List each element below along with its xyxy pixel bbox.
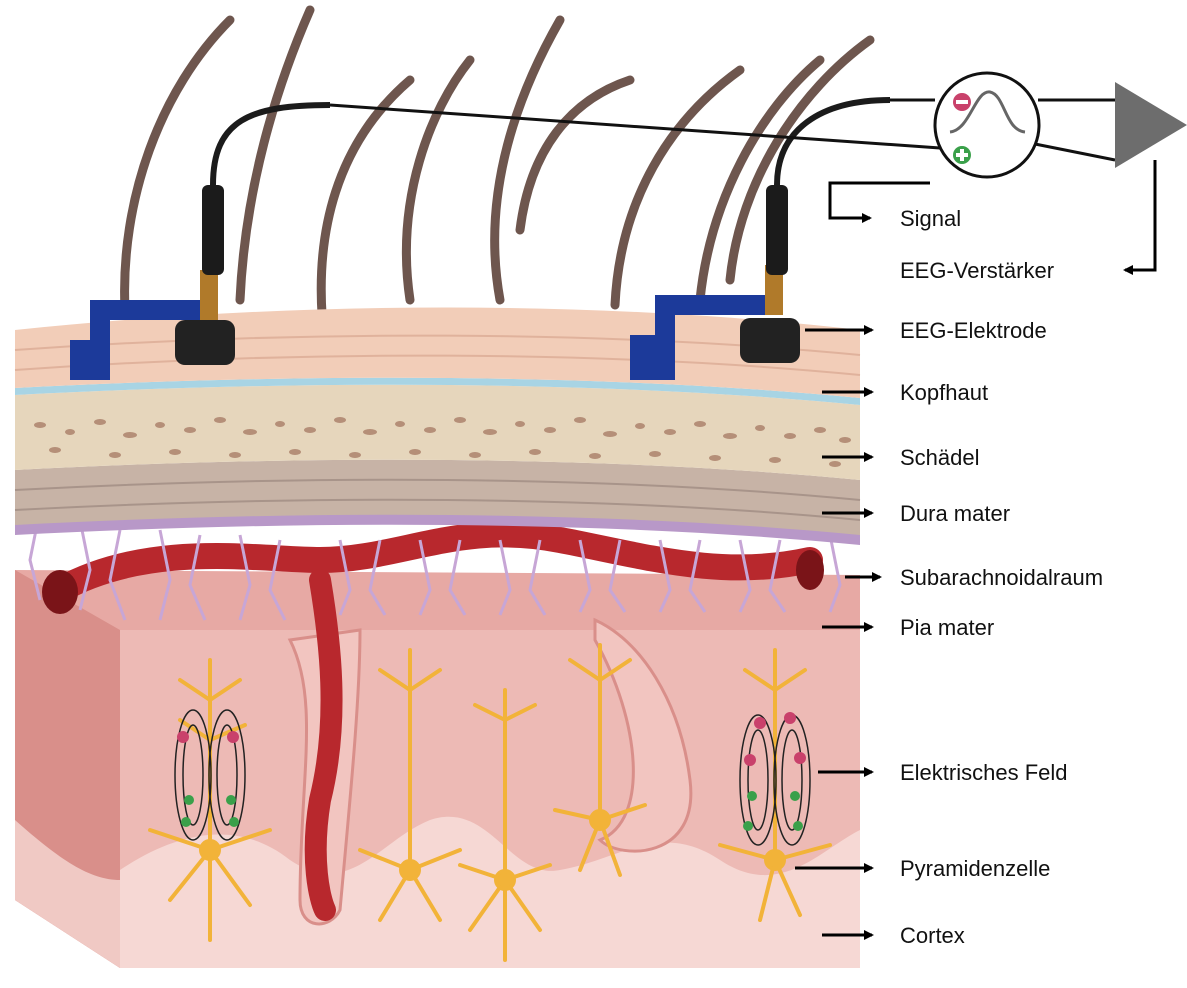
amplifier-arrow [1125, 160, 1155, 270]
layers [15, 308, 860, 546]
label-subarachnoid: Subarachnoidalraum [900, 565, 1103, 590]
label-field: Elektrisches Feld [900, 760, 1068, 785]
label-signal: Signal [900, 206, 961, 231]
label-cortex: Cortex [900, 923, 965, 948]
label-amplifier: EEG-Verstärker [900, 258, 1054, 283]
label-pyramidal: Pyramidenzelle [900, 856, 1050, 881]
label-scalp: Kopfhaut [900, 380, 988, 405]
signal-monitor [935, 73, 1039, 177]
label-pia: Pia mater [900, 615, 994, 640]
label-electrode: EEG-Elektrode [900, 318, 1047, 343]
cortex-block [15, 570, 860, 968]
plus-icon [953, 146, 971, 164]
hair [125, 10, 870, 345]
label-dura: Dura mater [900, 501, 1010, 526]
amplifier-icon [1115, 82, 1187, 168]
label-skull: Schädel [900, 445, 980, 470]
minus-icon [953, 93, 971, 111]
